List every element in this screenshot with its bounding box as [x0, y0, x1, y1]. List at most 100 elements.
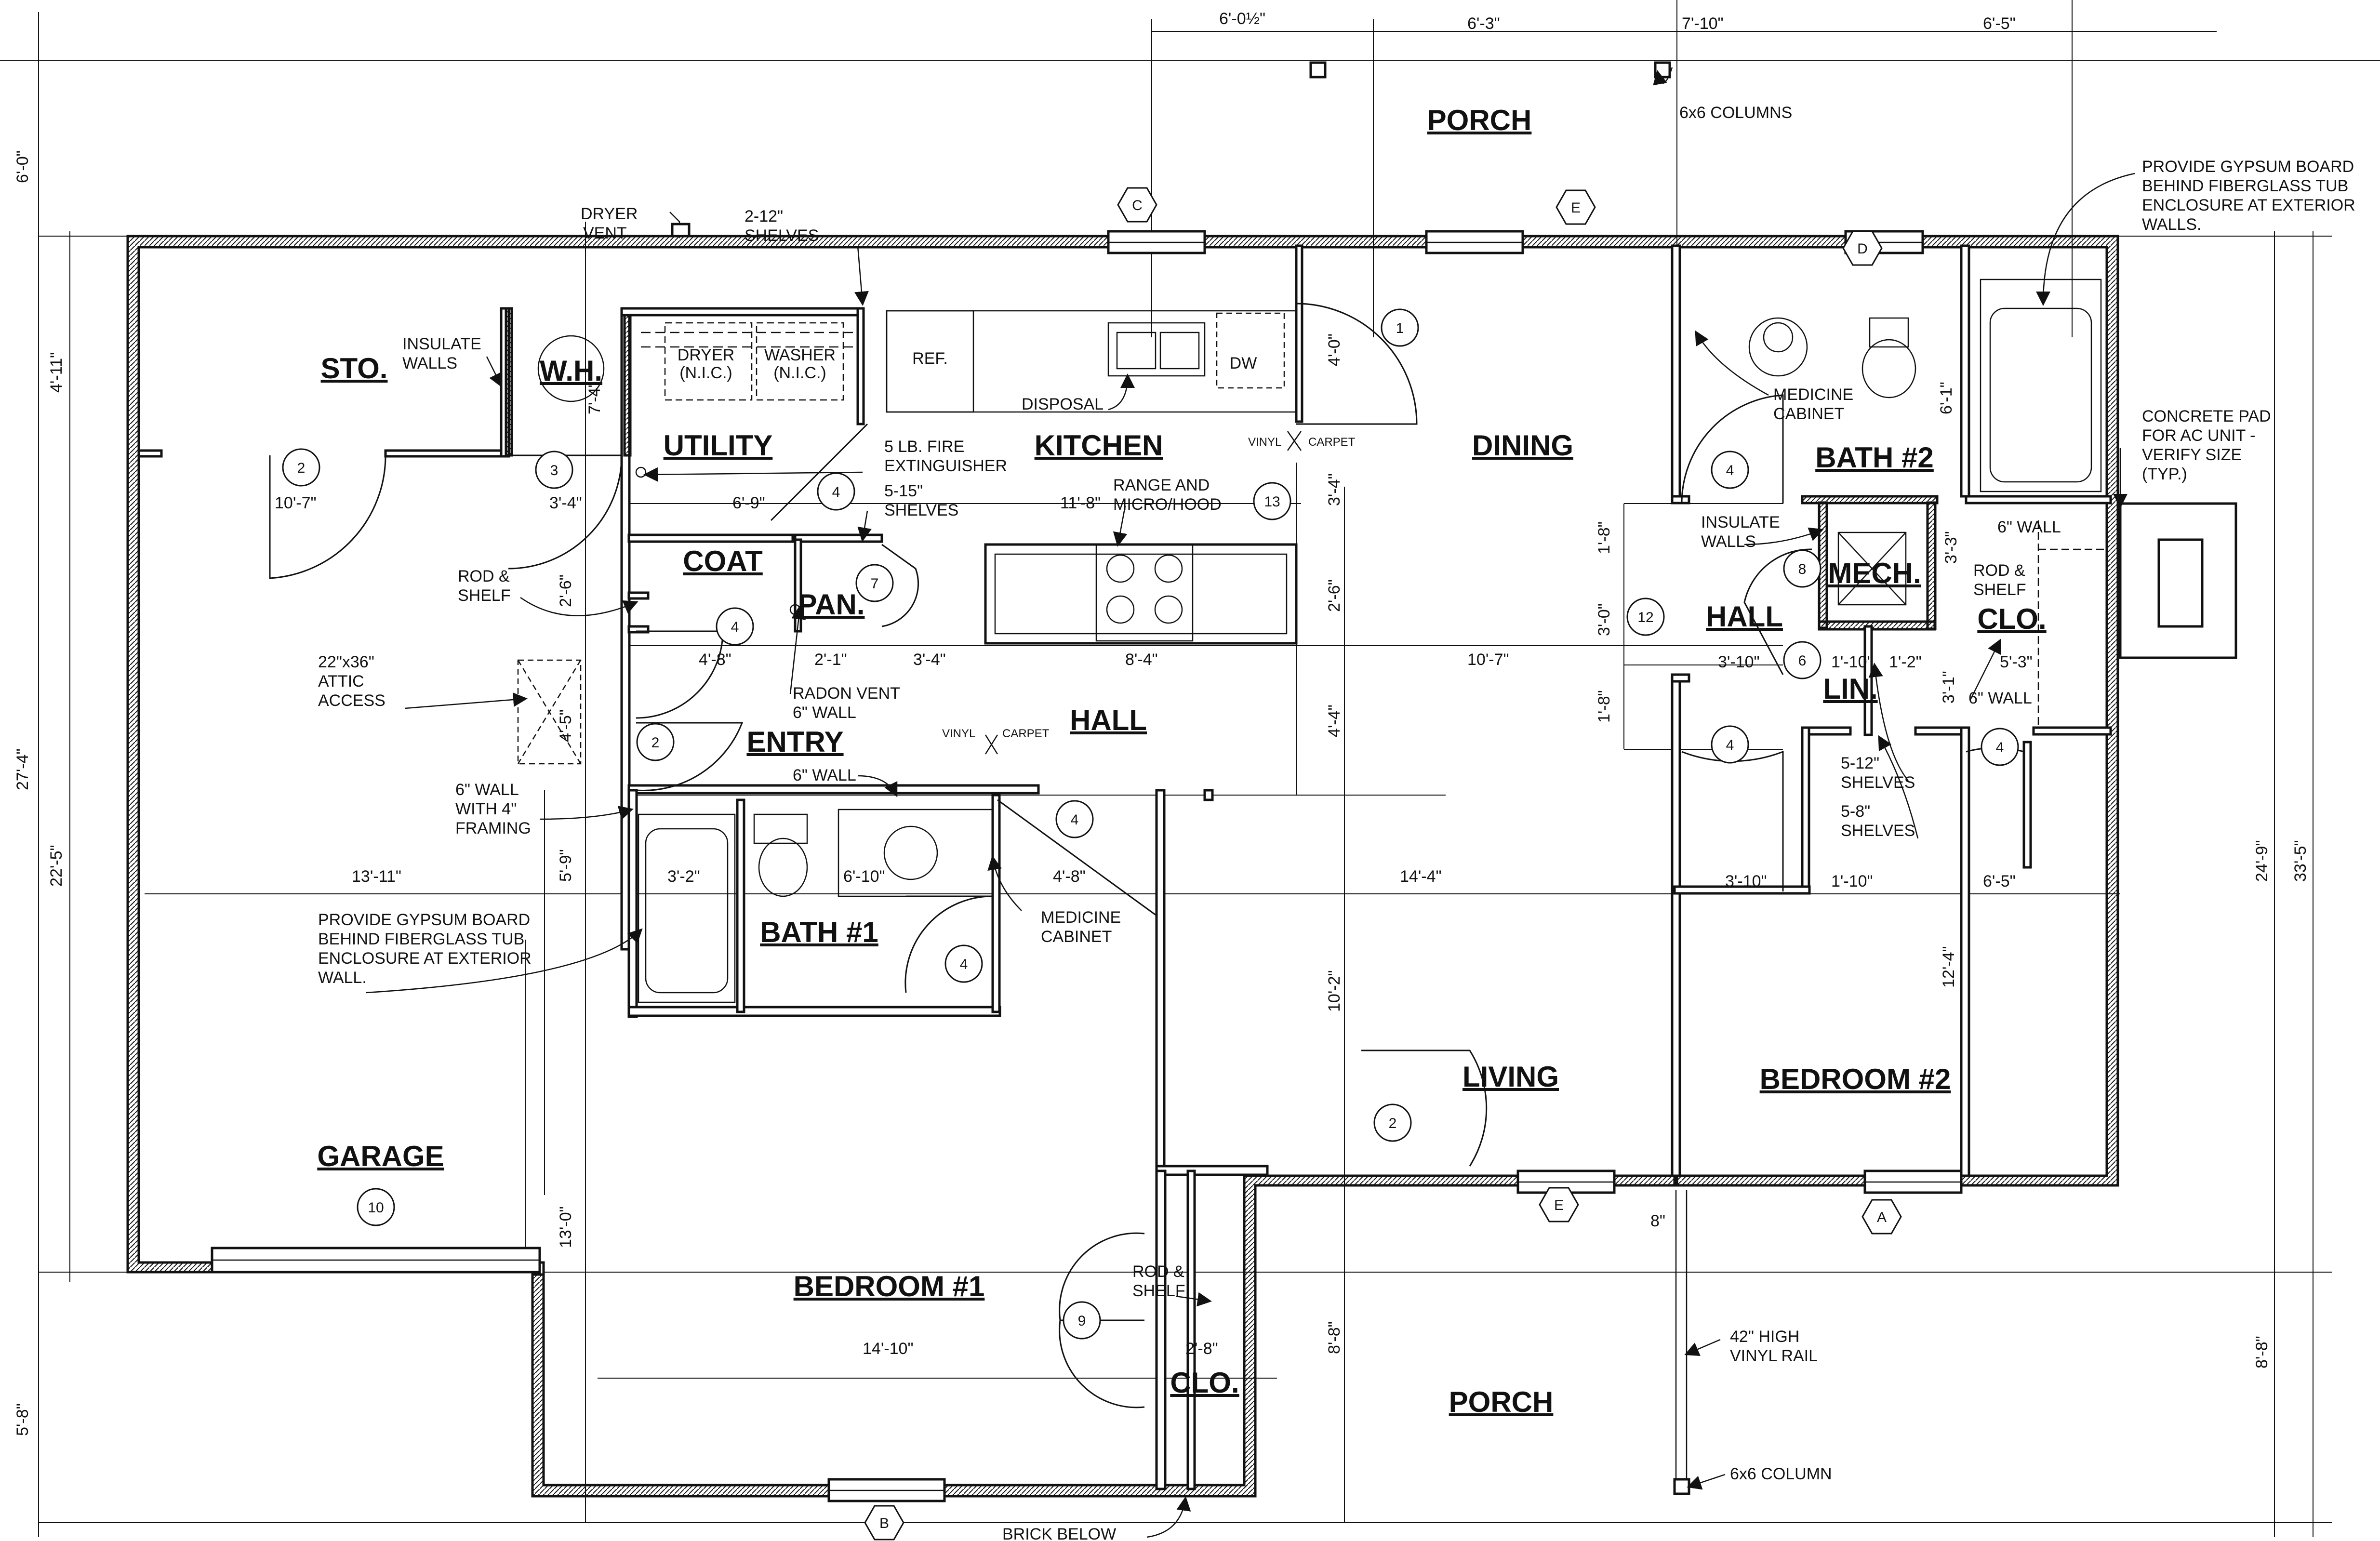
note-shelves-5-12: 5-12": [1841, 754, 1879, 772]
note-concrete-pad: CONCRETE PAD: [2142, 407, 2271, 425]
room-porch-bottom: PORCH: [1449, 1386, 1554, 1418]
fixtures: [517, 279, 2106, 1484]
note-wall-framing: WITH 4": [455, 800, 517, 818]
washer-icon: [756, 322, 844, 401]
room-closet-right: CLO.: [1977, 603, 2046, 635]
note-six-wall-entry: 6" WALL: [793, 766, 856, 784]
note-carpet: CARPET: [1308, 436, 1356, 449]
door-tag: 4: [1996, 740, 2004, 756]
note-gypsum-left: WALL.: [318, 969, 367, 987]
dishwasher-label: DW: [1230, 354, 1257, 372]
sink-icon: [1107, 322, 1206, 377]
note-insulate-walls: WALLS: [402, 354, 457, 372]
note-fire-extinguisher: EXTINGUISHER: [884, 457, 1007, 475]
lavatory-icon-bath1: [883, 825, 938, 880]
note-six-wall-hall: 6" WALL: [1968, 689, 2032, 707]
note-radon-vent: RADON VENT: [793, 684, 900, 703]
dryer-nic-label: (N.I.C.): [679, 364, 732, 382]
dim-left: 27'-4": [13, 748, 32, 790]
note-insulate-walls: INSULATE: [402, 335, 481, 353]
door-swings: [269, 303, 2025, 1408]
washer-label: WASHER: [764, 346, 836, 364]
note-rod-shelf-bottom: ROD &: [1132, 1262, 1184, 1281]
dim-hall-width: 8'-4": [1125, 651, 1158, 669]
attic-access-icon: [517, 659, 582, 765]
note-medicine-cabinet-left: CABINET: [1041, 928, 1112, 946]
note-gypsum-right: WALLS.: [2142, 215, 2201, 234]
dim-bedroom2-width: 1'-10": [1831, 872, 1873, 890]
note-rod-shelf-bottom: SHELF: [1132, 1282, 1185, 1300]
dim-entry-v: 4'-4": [1325, 704, 1343, 737]
dim-hall-v: 1'-8": [1595, 690, 1613, 723]
dim-hall2-width: 1'-2": [1889, 653, 1922, 671]
room-storage: STO.: [321, 352, 388, 385]
note-vinyl-rail: 42" HIGH: [1730, 1328, 1799, 1346]
door-tag: 2: [652, 735, 660, 751]
note-concrete-pad: VERIFY SIZE: [2142, 446, 2242, 464]
dim-bath1-width: 6'-10": [843, 867, 885, 886]
door-tag: 2: [297, 460, 306, 476]
note-wall-framing: 6" WALL: [455, 781, 519, 799]
dim-top: 7'-10": [1682, 14, 1724, 33]
note-brick-below: BRICK BELOW: [1002, 1525, 1116, 1541]
dimension-labels: 6'-0½" 6'-3" 7'-10" 6'-5" 6'-0" 4'-11" 2…: [13, 10, 2310, 1436]
room-pantry: PAN.: [798, 588, 865, 621]
door-tag: 4: [1071, 812, 1079, 828]
door-tags: [282, 308, 2019, 1340]
dim-right: 33'-5": [2291, 840, 2310, 882]
room-mech: MECH.: [1828, 557, 1921, 589]
exterior-walls: [126, 235, 2119, 1498]
dim-left: 5'-8": [13, 1403, 32, 1436]
note-gypsum-left: BEHIND FIBERGLASS TUB: [318, 930, 524, 948]
dim-kitchen-width: 11'-8": [1060, 494, 1101, 512]
door-tag-labels: 1 2 3 4 13 4 7 4 8 12 6 2 4 4 4 4 2 10 9: [297, 320, 2004, 1329]
note-medicine-cabinet-right: MEDICINE: [1773, 385, 1853, 404]
dim-bedroom2-height: 12'-4": [1940, 946, 1958, 988]
room-living: LIVING: [1463, 1061, 1559, 1093]
room-water-heater: W.H.: [540, 355, 602, 387]
note-rod-shelf-right: SHELF: [1973, 581, 2026, 599]
dishwasher-icon: [1216, 312, 1285, 389]
room-bath-2: BATH #2: [1815, 441, 1934, 474]
dim-wh-height: 7'-4": [585, 382, 604, 414]
dim-bedroom2-width: 6'-5": [1983, 872, 2016, 890]
note-wall-framing: FRAMING: [455, 819, 531, 837]
dim-hall2-width: 1'-10": [1831, 653, 1873, 671]
note-vinyl-rail: VINYL RAIL: [1730, 1347, 1818, 1365]
window-tag: A: [1877, 1209, 1887, 1225]
dim-bath2-height: 6'-1": [1937, 382, 1955, 414]
dryer-label: DRYER: [678, 346, 734, 364]
door-tag: 7: [871, 576, 879, 592]
door-tag: 10: [368, 1200, 384, 1216]
note-shelves-5-8: SHELVES: [1841, 822, 1915, 840]
window-tag: E: [1571, 200, 1581, 216]
kitchen-island: [984, 543, 1298, 645]
door-tag: 4: [1726, 737, 1734, 753]
mechanical-unit: [1837, 531, 1907, 606]
range-icon: [1095, 544, 1194, 642]
window-tag: D: [1857, 241, 1868, 257]
note-shelves-5-15: 5-15": [884, 482, 923, 500]
dim-living-height: 10'-2": [1325, 970, 1343, 1012]
note-disposal: DISPOSAL: [1022, 395, 1104, 413]
room-linen: LIN.: [1823, 673, 1877, 705]
dim-garage-height: 13'-0": [557, 1206, 575, 1248]
dim-porch-height: 8'-8": [1325, 1321, 1343, 1354]
door-tag: 12: [1637, 610, 1653, 625]
window-tag: E: [1554, 1197, 1564, 1213]
room-coat: COAT: [683, 545, 763, 577]
windows: [211, 230, 1963, 1502]
material-change-markers: [635, 223, 1302, 755]
note-carpet: CARPET: [1002, 727, 1050, 740]
dim-mech-v: 3'-3": [1942, 531, 1960, 564]
room-entry: ENTRY: [746, 726, 843, 758]
dim-wh-width: 3'-4": [549, 494, 582, 512]
dim-bedroom1-width: 14'-10": [863, 1340, 914, 1358]
note-radon-wall: 6" WALL: [793, 704, 856, 722]
note-concrete-pad: FOR AC UNIT -: [2142, 426, 2256, 445]
room-garage: GARAGE: [317, 1140, 444, 1172]
window-tags: [864, 187, 1902, 1541]
tub-icon-bath1: [638, 813, 736, 1003]
window-tag: B: [879, 1515, 889, 1531]
